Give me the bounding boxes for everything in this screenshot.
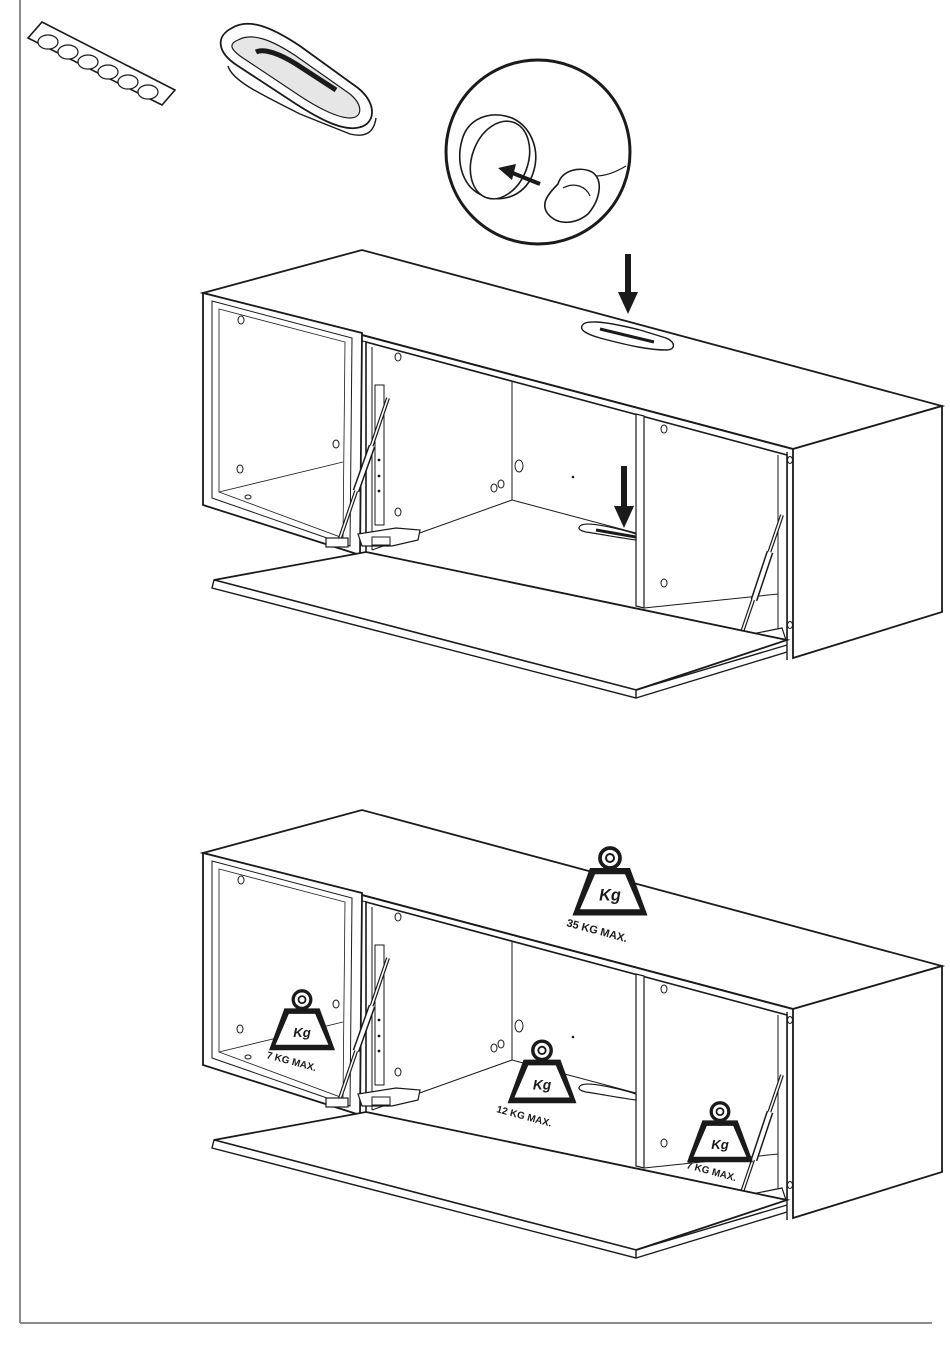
kg-badge: Kg (599, 887, 621, 905)
adhesive-bumper-strip-icon (28, 22, 175, 105)
cable-grommet-icon (221, 24, 376, 136)
kg-badge: Kg (711, 1137, 729, 1152)
arrow-down-icon (618, 254, 638, 314)
cabinet-load-limits: Kg 35 KG MAX. Kg 7 KG MAX. Kg 12 KG MAX.… (203, 810, 942, 1258)
bumper-detail-callout (446, 60, 630, 244)
cabinet-grommet-step (203, 250, 942, 698)
kg-badge: Kg (293, 1025, 311, 1040)
kg-badge: Kg (533, 1078, 552, 1093)
